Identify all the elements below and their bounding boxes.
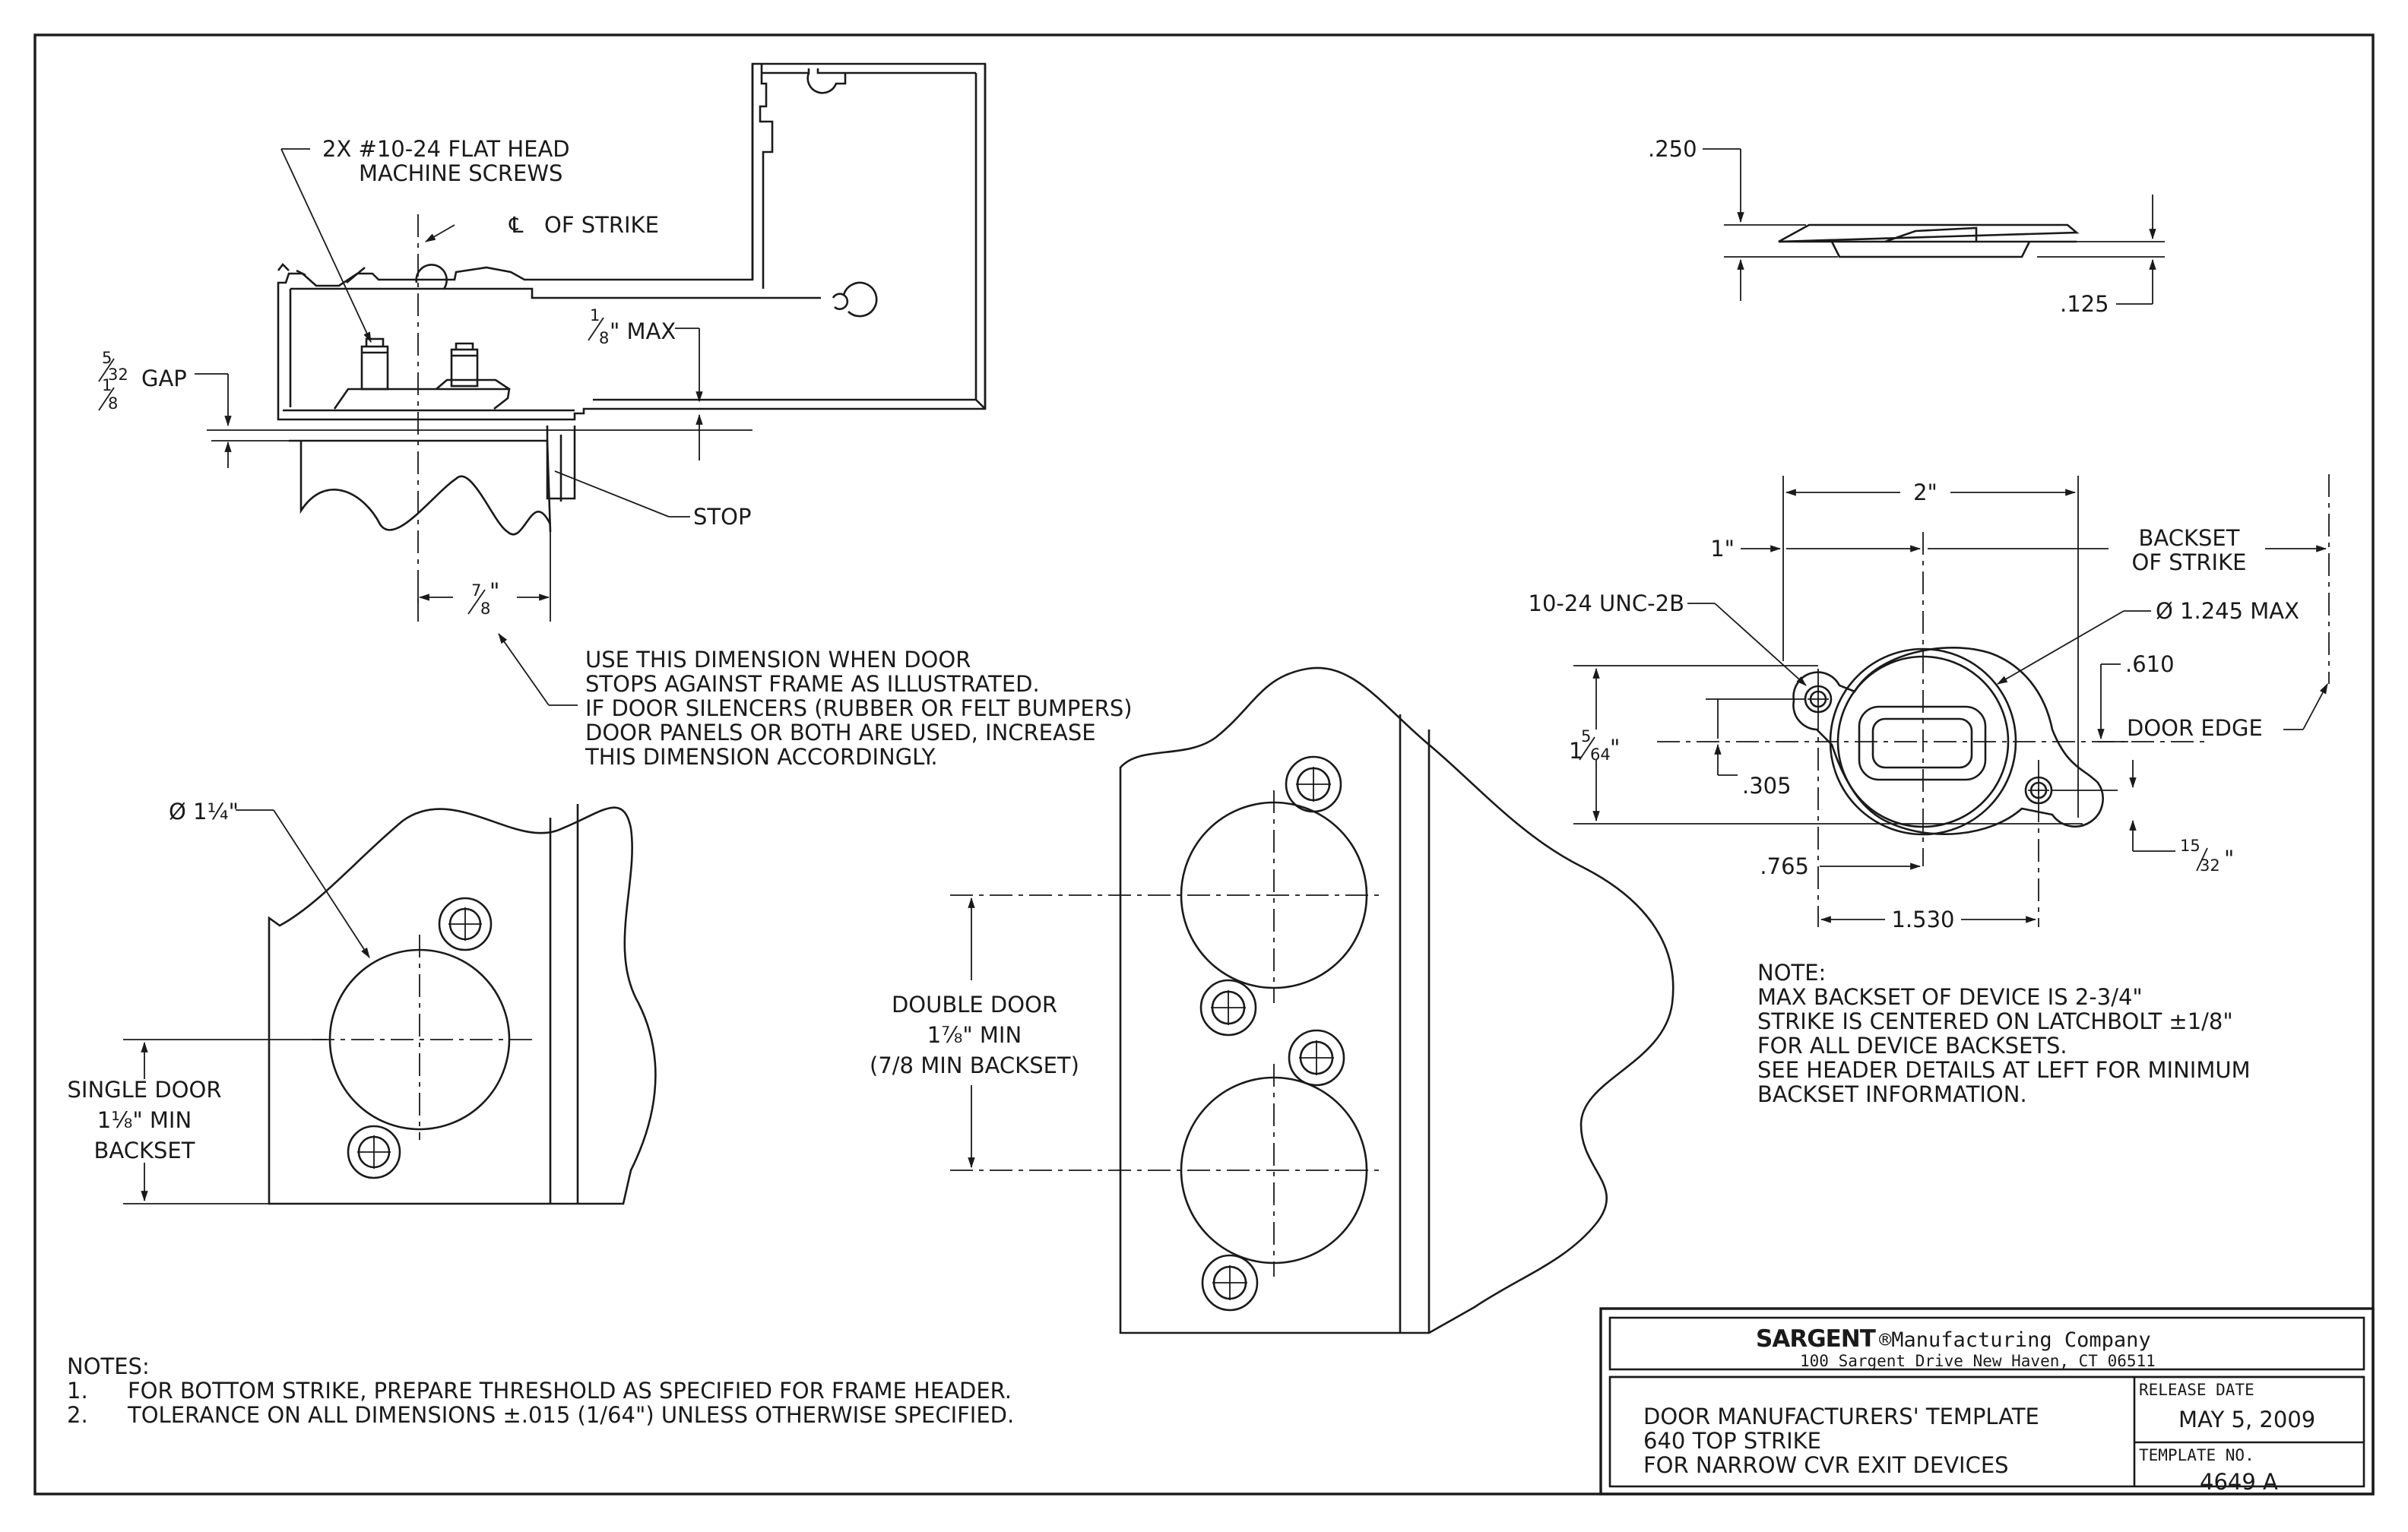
brand-logo: SARGENT: [1756, 1325, 1876, 1353]
single-hole-label: Ø 1¼": [169, 799, 239, 825]
single-door-line3: BACKSET: [94, 1138, 195, 1163]
double-door-line1: DOUBLE DOOR: [892, 992, 1057, 1018]
gap-a-num: 5: [102, 349, 112, 367]
right-note-line: NOTE:: [1757, 960, 1826, 986]
header-section-detail: 2X #10-24 FLAT HEAD MACHINE SCREWS ℄ OF …: [98, 62, 1133, 770]
release-date-label: RELEASE DATE: [2139, 1381, 2254, 1399]
svg-text:": ": [1610, 735, 1620, 761]
max-fraction-num: 1: [590, 306, 600, 324]
single-door-line2: 1⅛" MIN: [97, 1107, 192, 1133]
template-no-label: TEMPLATE NO.: [2139, 1446, 2254, 1464]
max-label: " MAX: [610, 318, 676, 344]
svg-text:": ": [490, 578, 499, 604]
right-note: NOTE: MAX BACKSET OF DEVICE IS 2-3/4" ST…: [1757, 960, 2251, 1107]
note-2-num: 2.: [67, 1402, 88, 1428]
svg-text:": ": [2224, 846, 2234, 872]
side-thickness-label: .250: [1648, 136, 1697, 162]
general-notes: NOTES: 1. FOR BOTTOM STRIKE, PREPARE THR…: [67, 1353, 1014, 1428]
gap-a-den: 32: [108, 366, 128, 384]
backset-label-line2: OF STRIKE: [2132, 549, 2247, 575]
right-note-line: STRIKE IS CENTERED ON LATCHBOLT ±1/8": [1757, 1008, 2233, 1034]
thread-label: 10-24 UNC-2B: [1529, 590, 1684, 616]
offset-610-label: .610: [2125, 651, 2175, 677]
dim78-den: 8: [480, 600, 490, 618]
template-no-value: 4649 A: [2200, 1469, 2278, 1495]
dim-1532-num: 15: [2180, 837, 2200, 855]
half-width-label: 1": [1710, 536, 1735, 562]
header-note-line: USE THIS DIMENSION WHEN DOOR: [585, 647, 971, 673]
width-2-label: 2": [1913, 480, 1937, 505]
strike-plan-view: 2" 1" BACKSET OF STRIKE 10-24 UNC-2B Ø 1…: [1529, 474, 2330, 932]
header-note-line: STOPS AGAINST FRAME AS ILLUSTRATED.: [585, 671, 1040, 697]
gap-label: GAP: [141, 366, 187, 391]
height-num: 5: [1581, 727, 1591, 745]
company-name: ®Manufacturing Company: [1879, 1328, 2151, 1352]
header-note: USE THIS DIMENSION WHEN DOOR STOPS AGAIN…: [585, 647, 1133, 770]
dim78-num: 7: [471, 581, 481, 600]
screws-label-line2: MACHINE SCREWS: [359, 160, 562, 186]
height-den: 64: [1590, 745, 1611, 764]
dim-1530-label: 1.530: [1891, 907, 1954, 932]
centerline-symbol: ℄: [509, 212, 524, 238]
title-desc-line3: FOR NARROW CVR EXIT DEVICES: [1643, 1452, 2009, 1478]
right-note-line: BACKSET INFORMATION.: [1757, 1081, 2027, 1107]
bore-label: Ø 1.245 MAX: [2156, 598, 2299, 624]
double-door-line3: (7/8 MIN BACKSET): [870, 1052, 1079, 1078]
stop-label: STOP: [693, 504, 751, 530]
notes-title: NOTES:: [67, 1353, 150, 1379]
double-door-line2: 1⅞" MIN: [927, 1022, 1022, 1048]
screws-label-line1: 2X #10-24 FLAT HEAD: [322, 136, 570, 162]
right-note-line: SEE HEADER DETAILS AT LEFT FOR MINIMUM: [1757, 1057, 2251, 1083]
door-edge-label: DOOR EDGE: [2127, 715, 2263, 741]
note-1-num: 1.: [67, 1378, 88, 1404]
note-2-text: TOLERANCE ON ALL DIMENSIONS ±.015 (1/64"…: [127, 1402, 1014, 1428]
note-1-text: FOR BOTTOM STRIKE, PREPARE THRESHOLD AS …: [128, 1378, 1012, 1404]
offset-305-label: .305: [1742, 773, 1792, 799]
strike-side-view: .250 .125: [1648, 136, 2165, 317]
height-whole: 1: [1569, 738, 1583, 764]
right-note-line: FOR ALL DEVICE BACKSETS.: [1757, 1033, 2067, 1059]
dim-765-label: .765: [1760, 853, 1809, 879]
header-note-line: DOOR PANELS OR BOTH ARE USED, INCREASE: [585, 720, 1096, 745]
centerline-label: OF STRIKE: [544, 212, 659, 238]
right-note-line: MAX BACKSET OF DEVICE IS 2-3/4": [1757, 984, 2143, 1010]
title-desc-line2: 640 TOP STRIKE: [1643, 1428, 1821, 1454]
gap-b-num: 1: [102, 376, 112, 394]
release-date-value: MAY 5, 2009: [2178, 1407, 2315, 1432]
max-fraction-den: 8: [599, 329, 609, 347]
single-door-detail: Ø 1¼" SINGLE DOOR 1⅛" MIN BACKSET: [68, 799, 657, 1205]
header-note-line: IF DOOR SILENCERS (RUBBER OR FELT BUMPER…: [585, 695, 1133, 721]
double-door-detail: DOUBLE DOOR 1⅞" MIN (7/8 MIN BACKSET): [870, 666, 1675, 1334]
backset-label-line1: BACKSET: [2139, 525, 2240, 551]
single-door-line1: SINGLE DOOR: [68, 1077, 222, 1103]
sheet-border: [33, 33, 2375, 1496]
gap-b-den: 8: [108, 394, 118, 413]
title-block: SARGENT ®Manufacturing Company 100 Sarge…: [1599, 1307, 2375, 1496]
header-note-line: THIS DIMENSION ACCORDINGLY.: [585, 744, 938, 770]
title-desc-line1: DOOR MANUFACTURERS' TEMPLATE: [1643, 1404, 2039, 1429]
dim-1532-den: 32: [2200, 856, 2220, 875]
company-address: 100 Sargent Drive New Haven, CT 06511: [1800, 1352, 2156, 1370]
side-lip-label: .125: [2060, 291, 2109, 317]
